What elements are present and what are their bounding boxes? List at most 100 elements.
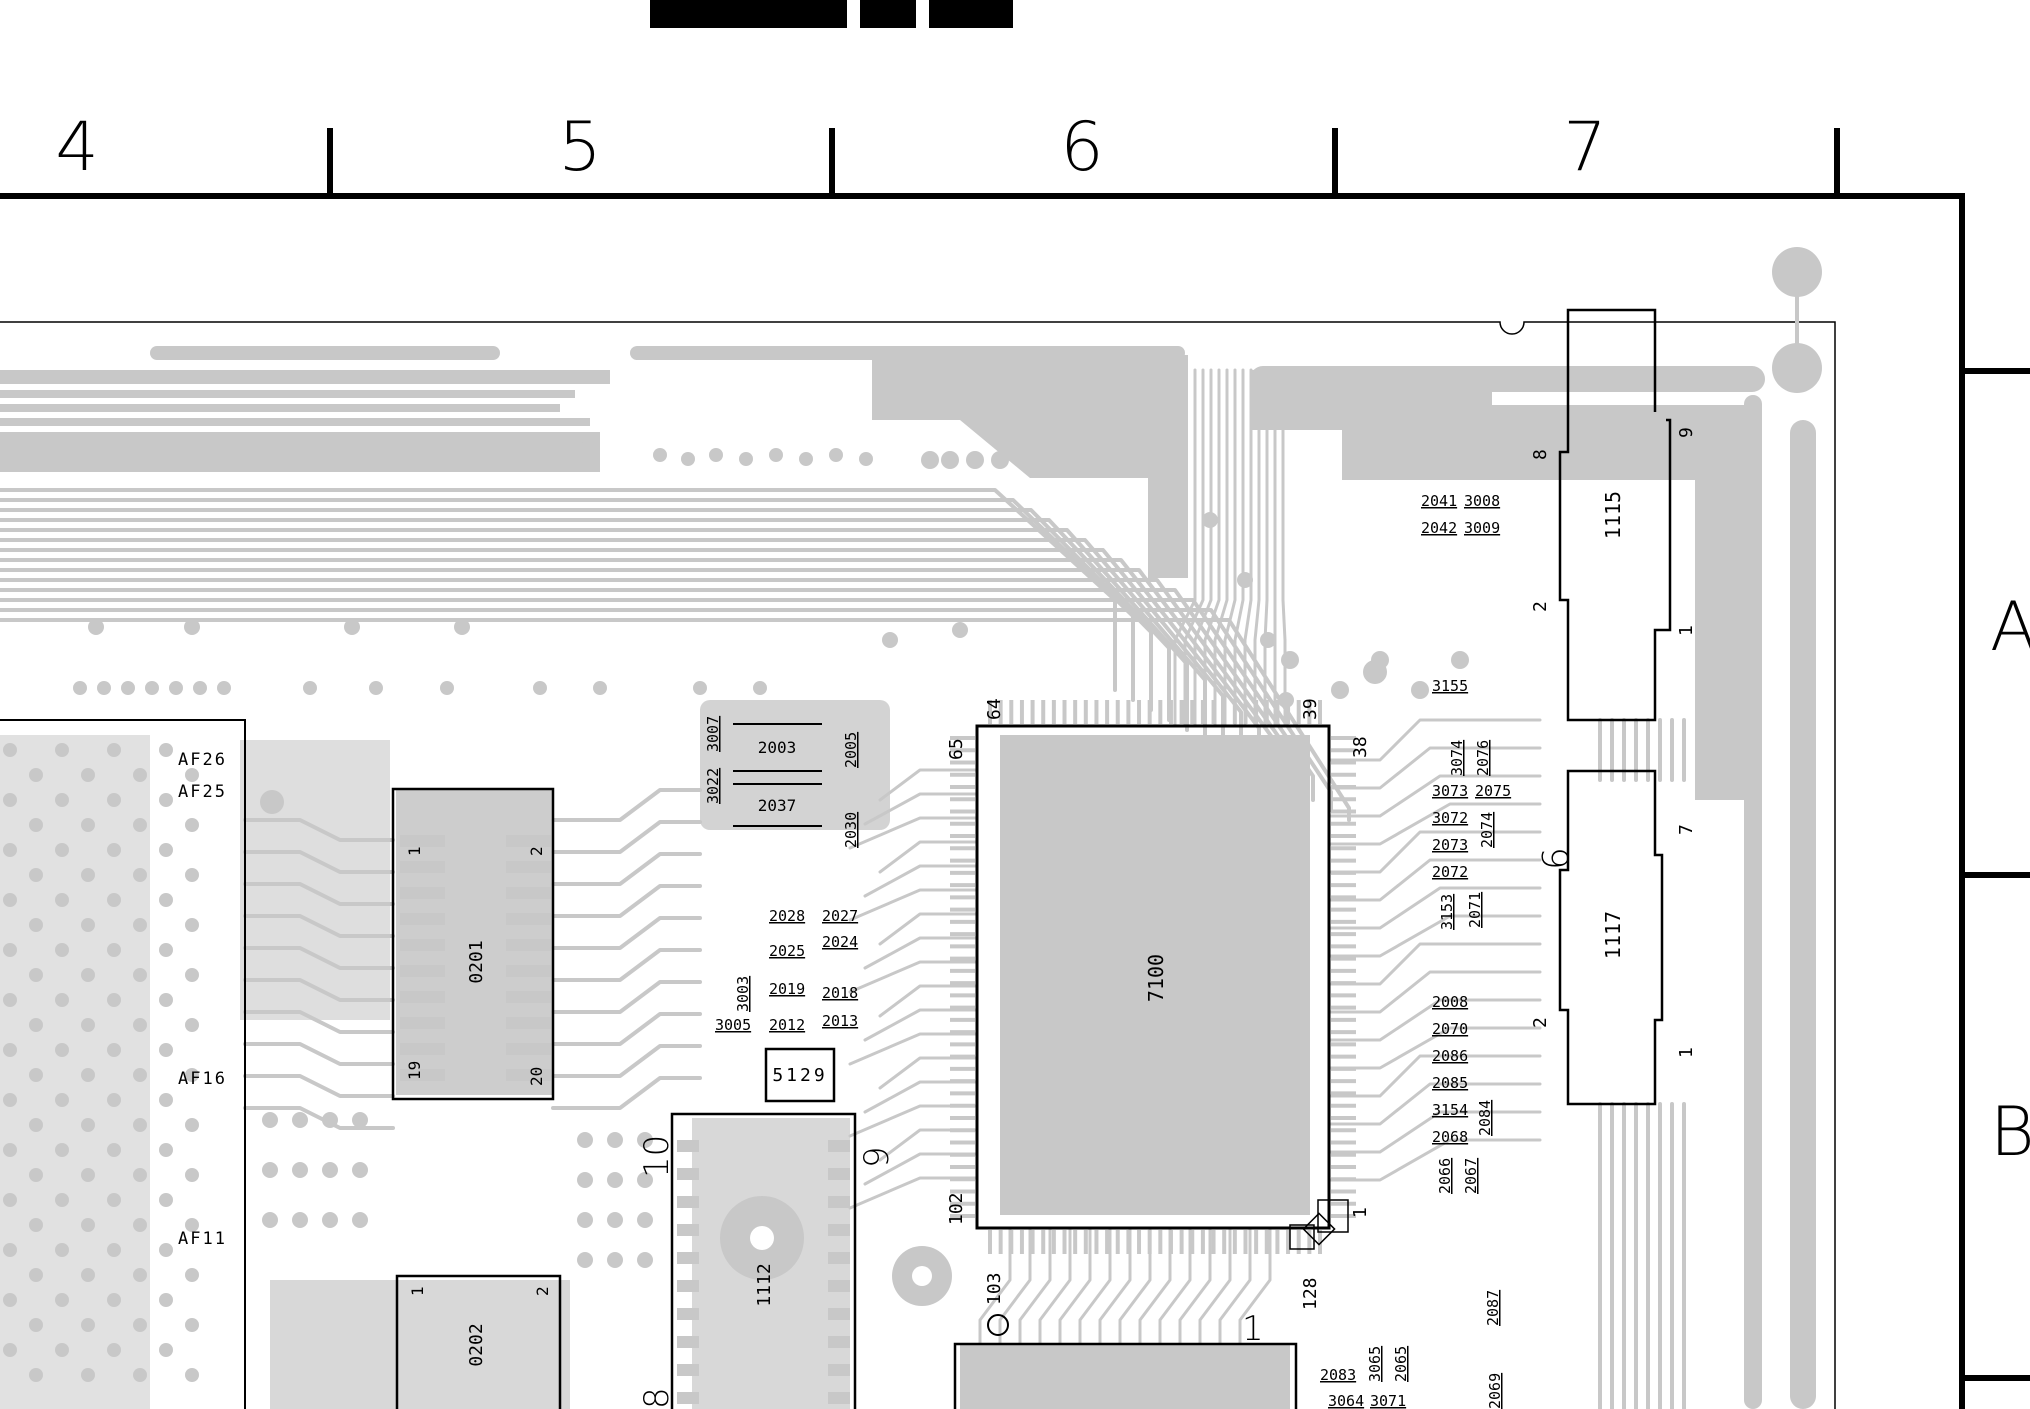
- ic-1112-pin-10: 10: [637, 1135, 677, 1178]
- pin-39: 39: [1300, 698, 1321, 720]
- ic-0201-pin-20: 20: [527, 1067, 546, 1086]
- ref-2019: 2019: [769, 980, 805, 998]
- ref-2084: 2084: [1476, 1100, 1494, 1136]
- ref-3074: 3074: [1448, 740, 1466, 776]
- ic-1112-label: 1112: [754, 1263, 775, 1306]
- ic-0202-pin-1: 1: [408, 1286, 427, 1296]
- pin-102: 102: [946, 1192, 967, 1225]
- ref-3005: 3005: [715, 1016, 751, 1034]
- ic-1112[interactable]: 1112 10 9 8: [637, 1112, 952, 1409]
- ic-0201-label: 0201: [466, 940, 487, 983]
- cap-2037[interactable]: 2037: [733, 783, 822, 827]
- ref-3154: 3154: [1432, 1101, 1468, 1119]
- connector-1117-pin-2: 2: [1530, 1017, 1551, 1028]
- pin-64: 64: [984, 698, 1005, 720]
- ref-2083: 2083: [1320, 1366, 1356, 1384]
- pin-1: 1: [1350, 1207, 1371, 1218]
- ref-3064: 3064: [1328, 1392, 1364, 1409]
- ic-1112-pads: [677, 1140, 850, 1404]
- ref-2087: 2087: [1484, 1290, 1502, 1326]
- ref-2013: 2013: [822, 1012, 858, 1030]
- ic-0201-pads: [400, 835, 551, 1081]
- ref-3155: 3155: [1432, 677, 1468, 695]
- column-labels: 4 5 6 7: [55, 108, 1606, 187]
- ic-bottom[interactable]: 1: [953, 1309, 1298, 1409]
- trace-layer: [0, 368, 1686, 1409]
- inductor-5129-label: 5129: [772, 1065, 827, 1086]
- ref-2030: 2030: [842, 812, 860, 848]
- bga-label-af11: AF11: [178, 1229, 227, 1249]
- ref-2012: 2012: [769, 1016, 805, 1034]
- ic-bottom-pin-1: 1: [1242, 1309, 1264, 1349]
- connector-1115[interactable]: 1115 8 9 2 1: [1530, 308, 1697, 722]
- bga-label-af16: AF16: [178, 1069, 227, 1089]
- ref-3073: 3073: [1432, 782, 1468, 800]
- ref-2025: 2025: [769, 942, 805, 960]
- connector-1115-pin-9: 9: [1676, 427, 1697, 438]
- pin-38: 38: [1350, 736, 1371, 758]
- column-label-7: 7: [1563, 108, 1606, 187]
- ref-2068: 2068: [1432, 1128, 1468, 1146]
- inductor-5129[interactable]: 5129: [764, 1047, 836, 1103]
- connector-1117-pin-7: 7: [1676, 824, 1697, 835]
- board-outline: [0, 321, 1836, 1409]
- ref-2086: 2086: [1432, 1047, 1468, 1065]
- ref-3003: 3003: [734, 976, 752, 1012]
- ref-2042: 2042: [1421, 519, 1457, 537]
- via-layer: [3, 448, 1469, 1382]
- ref-2008: 2008: [1432, 993, 1468, 1011]
- cap-2003-label: 2003: [758, 738, 797, 757]
- ic-1112-pin-8: 8: [637, 1387, 677, 1409]
- ref-3153: 3153: [1438, 894, 1456, 930]
- bga-outline: AF26 AF25 AF16 AF11: [0, 719, 246, 1409]
- connector-1115-pin-1: 1: [1676, 625, 1697, 636]
- ref-3071: 3071: [1370, 1392, 1406, 1409]
- ref-2041: 2041: [1421, 492, 1457, 510]
- ic-0202[interactable]: 0202 1 2: [395, 1274, 562, 1409]
- connector-1117-label: 1117: [1601, 911, 1625, 959]
- pin-103: 103: [984, 1272, 1005, 1305]
- ic-0201[interactable]: 0201 1 2 19 20: [391, 787, 555, 1101]
- ref-2073: 2073: [1432, 836, 1468, 854]
- pin-65: 65: [946, 738, 967, 760]
- ref-3072: 3072: [1432, 809, 1468, 827]
- fiducials: [1772, 247, 1822, 393]
- ic-0201-pin-19: 19: [405, 1061, 424, 1080]
- row-label-b: B: [1990, 1093, 2030, 1172]
- cap-2003[interactable]: 2003: [733, 723, 822, 772]
- ref-2005: 2005: [842, 732, 860, 768]
- ic-7100[interactable]: 7100 64 65 39 38 102 103 128 1: [946, 698, 1371, 1310]
- ref-2076: 2076: [1474, 740, 1492, 776]
- connector-1117-pin-1: 1: [1676, 1047, 1697, 1058]
- ic-0202-pin-2: 2: [533, 1286, 552, 1296]
- pin-128: 128: [1300, 1277, 1321, 1310]
- ref-3065: 3065: [1366, 1346, 1384, 1382]
- ref-3008: 3008: [1464, 492, 1500, 510]
- ic-0201-pin-1: 1: [405, 846, 424, 856]
- ref-2065: 2065: [1392, 1346, 1410, 1382]
- ic-7100-label: 7100: [1144, 954, 1168, 1002]
- ic-0202-label: 0202: [466, 1323, 487, 1366]
- connector-1117-pin-6: 6: [1536, 847, 1577, 870]
- ref-2024: 2024: [822, 933, 858, 951]
- ref-3007: 3007: [704, 716, 722, 752]
- ref-2072: 2072: [1432, 863, 1468, 881]
- connector-1115-pin-2: 2: [1530, 601, 1551, 612]
- bga-label-af26: AF26: [178, 750, 227, 770]
- ref-3022: 3022: [704, 768, 722, 804]
- connector-1115-label: 1115: [1601, 491, 1625, 539]
- column-label-5: 5: [558, 108, 601, 187]
- ref-3009: 3009: [1464, 519, 1500, 537]
- row-label-a: A: [1990, 588, 2030, 667]
- bga-label-af25: AF25: [178, 782, 227, 802]
- component-refs: 2041 3008 2042 3009 3155 3073 2075 3072 …: [704, 492, 1511, 1409]
- ref-2066: 2066: [1436, 1158, 1454, 1194]
- connector-1115-pin-8: 8: [1530, 449, 1551, 460]
- cap-2037-label: 2037: [758, 796, 797, 815]
- ref-2085: 2085: [1432, 1074, 1468, 1092]
- ref-2067: 2067: [1462, 1158, 1480, 1194]
- header-bars: [650, 0, 1013, 28]
- column-label-4: 4: [55, 108, 98, 187]
- connector-1117[interactable]: 1117 6 7 2 1: [1530, 769, 1697, 1106]
